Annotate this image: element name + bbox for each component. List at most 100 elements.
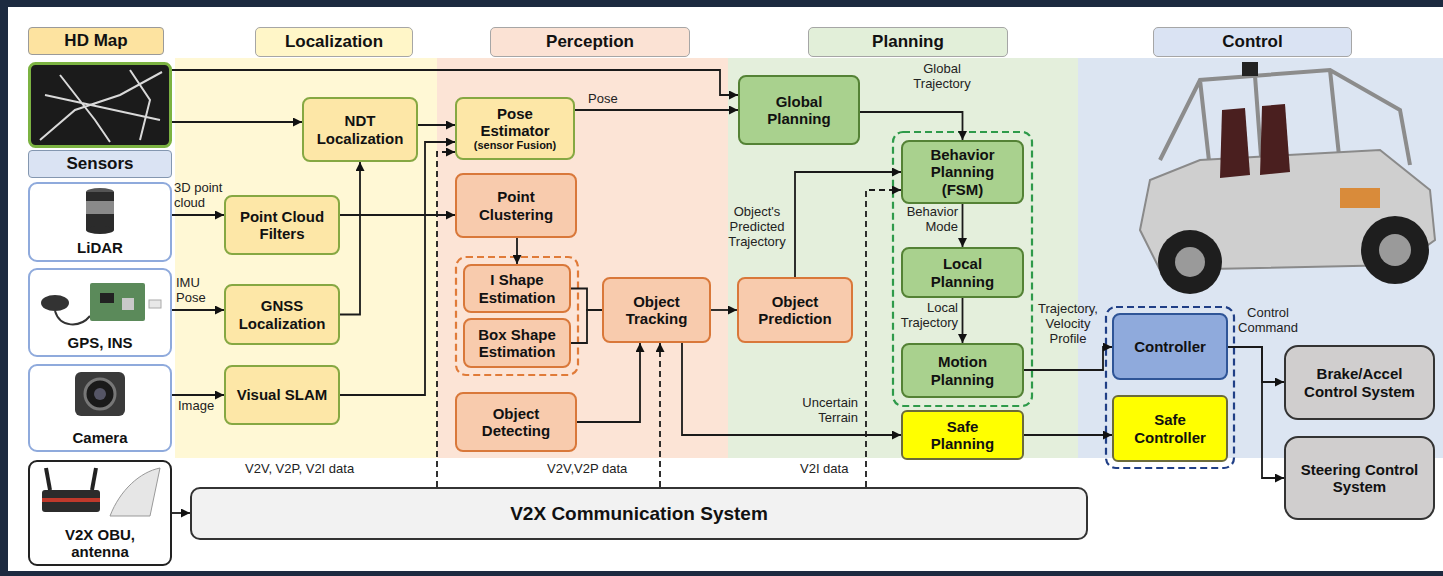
car-wheel <box>1361 216 1429 284</box>
process-box: Motion Planning <box>901 343 1024 398</box>
edge-label: V2V,V2P data <box>547 462 627 477</box>
node-text: Box Shape Estimation <box>475 326 559 361</box>
camera-lens <box>94 388 106 400</box>
connector <box>962 204 964 247</box>
safety-box: Safe Planning <box>901 410 1024 460</box>
connector <box>860 112 963 140</box>
process-box: Behavior Planning (FSM) <box>901 140 1024 204</box>
edge-label: Global Trajectory <box>904 62 980 92</box>
connector <box>795 172 901 277</box>
connector <box>1228 347 1284 478</box>
obu-antenna <box>92 468 96 490</box>
bus-box: V2X Communication System <box>190 487 1088 540</box>
obu-antenna <box>46 468 50 490</box>
edge-label: Pose <box>588 92 628 107</box>
safety-box: Safe Controller <box>1112 395 1228 462</box>
connector <box>437 152 455 487</box>
group-outline <box>456 257 578 375</box>
process-box: Box Shape Estimation <box>463 318 571 368</box>
connector <box>659 343 661 487</box>
connector <box>340 162 360 315</box>
car-lidar <box>1242 62 1258 76</box>
node-text: NDT Localization <box>314 112 406 147</box>
map-image <box>30 64 171 147</box>
node-text: Object Prediction <box>749 293 841 328</box>
map-box: HD Map <box>28 27 172 148</box>
sensor-box: GPS, INS <box>28 268 172 357</box>
ins-chip <box>122 298 134 310</box>
connector <box>172 70 738 95</box>
process-box: Object Tracking <box>602 277 711 343</box>
ins-chip <box>100 293 114 303</box>
car-seat <box>1260 104 1290 175</box>
controller-box: Controller <box>1112 313 1228 380</box>
section-header: Planning <box>808 27 1008 57</box>
connector <box>172 121 302 123</box>
gps-cable <box>55 311 90 324</box>
edge-label: Control Command <box>1238 306 1298 336</box>
node-text: Localization <box>262 32 406 52</box>
group-outline <box>1106 307 1234 468</box>
page-ground <box>8 7 1443 571</box>
connector <box>172 214 224 216</box>
process-box: Object Prediction <box>737 277 853 343</box>
node-text: Control <box>1160 32 1345 52</box>
connector <box>516 238 518 264</box>
sensor-box: Camera <box>28 364 172 452</box>
node-text: Safe Controller <box>1124 411 1216 446</box>
node-text: Perception <box>497 32 683 52</box>
connector <box>571 289 602 311</box>
node-text: Point Clustering <box>467 188 565 223</box>
section-header: Control <box>1153 27 1352 57</box>
lidar-icon <box>86 201 114 214</box>
node-text: GNSS Localization <box>236 297 328 332</box>
sensor-box: V2X OBU, antenna <box>28 460 172 566</box>
node-text: Motion Planning <box>913 353 1012 388</box>
map-roads <box>40 70 162 142</box>
connector <box>682 343 901 435</box>
process-box: Pose Estimator(sensor Fusion) <box>455 97 575 160</box>
edge-label: IMU Pose <box>176 276 224 306</box>
node-text: Object Detecting <box>467 405 565 440</box>
gps-icon <box>41 295 69 311</box>
node-text: HD Map <box>28 27 164 55</box>
actuator-box: Steering Control System <box>1284 436 1435 520</box>
camera-icon <box>75 372 125 416</box>
process-box: Point Clustering <box>455 173 577 238</box>
edge-label: V2I data <box>800 462 848 477</box>
connector <box>575 109 738 111</box>
process-box: GNSS Localization <box>224 284 340 345</box>
actuator-box: Brake/Accel Control System <box>1284 345 1435 420</box>
node-text: Safe Planning <box>913 418 1012 453</box>
connector <box>172 394 224 396</box>
connector <box>866 190 901 487</box>
process-box: Object Detecting <box>455 392 577 452</box>
connector <box>1024 347 1112 370</box>
edge-label: Local Trajectory <box>894 301 958 331</box>
node-text: Pose Estimator <box>467 105 563 140</box>
node-text: Visual SLAM <box>236 386 328 403</box>
node-text: Planning <box>815 32 1001 52</box>
edge-label: V2V, V2P, V2I data <box>245 462 354 477</box>
car-wheel <box>1158 230 1222 294</box>
edge-label: Trajectory, Velocity Profile <box>1036 302 1100 347</box>
node-text: Controller <box>1124 338 1216 355</box>
car-rim <box>1379 234 1411 266</box>
connector <box>1228 347 1284 382</box>
section-header: Sensors <box>28 150 172 178</box>
node-text: LiDAR <box>36 239 164 256</box>
ins-module <box>149 300 161 308</box>
node-text: (sensor Fusion) <box>467 139 563 152</box>
edge-label: Object's Predicted Trajectory <box>724 205 790 250</box>
node-text: Object Tracking <box>614 293 699 328</box>
node-text: V2X OBU, antenna <box>36 526 164 561</box>
car-rim <box>1175 247 1205 277</box>
node-text: Global Planning <box>750 93 848 128</box>
section-header: Perception <box>490 27 690 57</box>
connector <box>1024 434 1112 436</box>
connector <box>577 343 640 422</box>
connector <box>962 298 964 343</box>
edge-label: Uncertain Terrain <box>770 396 858 426</box>
planning-band <box>728 58 1078 458</box>
lidar-icon <box>86 192 114 230</box>
